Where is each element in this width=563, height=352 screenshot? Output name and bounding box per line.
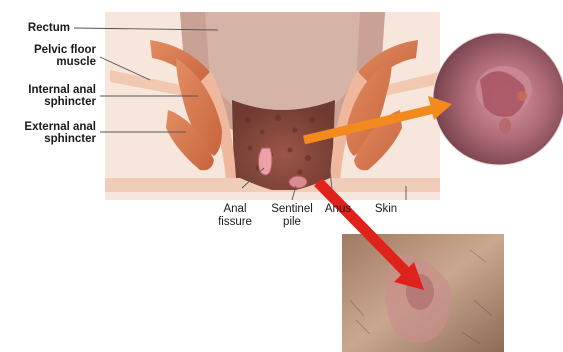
inset-photo-circle xyxy=(433,33,563,165)
label-internal-anal-sphincter: Internal anal sphincter xyxy=(4,84,96,108)
label-skin: Skin xyxy=(370,203,402,216)
label-pelvic-floor-muscle: Pelvic floor muscle xyxy=(8,44,96,68)
label-sentinel-pile: Sentinel pile xyxy=(264,203,320,229)
sentinel-pile xyxy=(289,176,307,188)
label-anus: Anus xyxy=(320,203,356,216)
label-anal-fissure: Anal fissure xyxy=(212,203,258,229)
inset-photo-bottom xyxy=(342,234,504,352)
label-rectum: Rectum xyxy=(12,22,70,34)
label-external-anal-sphincter: External anal sphincter xyxy=(4,121,96,145)
anal-canal xyxy=(232,100,335,192)
